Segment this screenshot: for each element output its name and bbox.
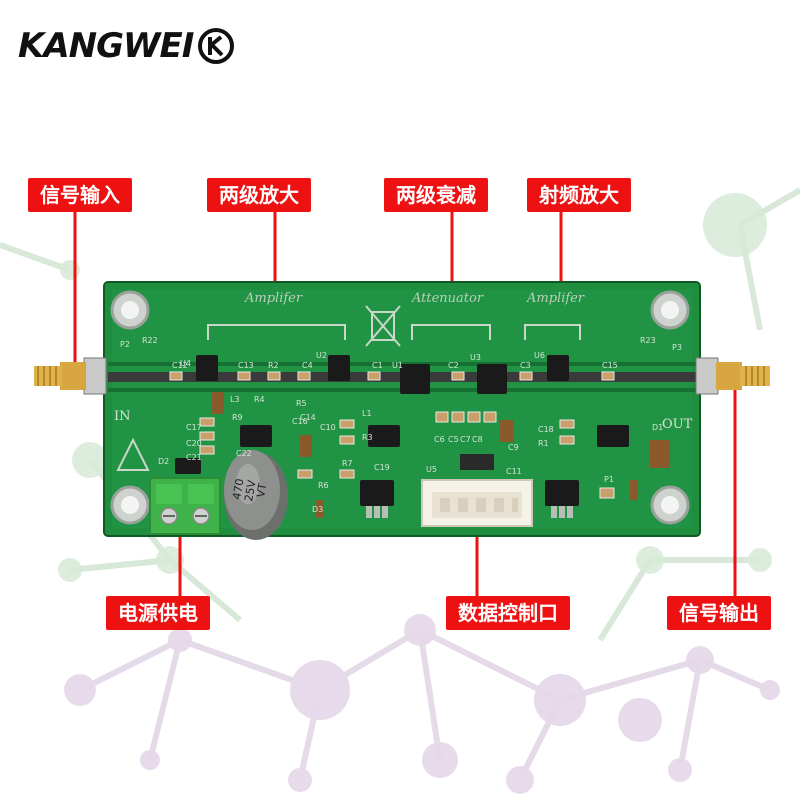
ref-designator: R1 — [538, 439, 549, 448]
ref-designator: D1 — [652, 423, 663, 432]
brand-name: KANGWEI — [18, 26, 194, 66]
ref-designator: U4 — [180, 359, 191, 368]
ref-designator: U3 — [470, 353, 481, 362]
ref-designator: R7 — [342, 459, 353, 468]
ref-designator: L1 — [362, 409, 372, 418]
ref-designator: R5 — [296, 399, 307, 408]
sma-input-connector — [34, 357, 107, 395]
ref-designator: D2 — [158, 457, 169, 466]
data-control-header — [421, 454, 533, 527]
callout-rf-amplifier: 射频放大 — [527, 178, 631, 212]
ref-designator: C8 — [472, 435, 483, 444]
ref-designator: U6 — [534, 351, 545, 360]
ref-designator: D3 — [312, 505, 323, 514]
ref-designator: C9 — [508, 443, 519, 452]
cap-value-text: 470 — [230, 478, 246, 501]
ref-designator: C18 — [538, 425, 554, 434]
ref-designator: R4 — [254, 395, 265, 404]
ref-designator: C15 — [602, 361, 618, 370]
ref-designator: R22 — [142, 336, 158, 345]
ref-designator: C11 — [506, 467, 522, 476]
ref-designator: R23 — [640, 336, 656, 345]
passive-components — [169, 371, 615, 499]
silk-amplifier-2: Amplifer — [526, 291, 585, 306]
out-label: OUT — [662, 417, 693, 432]
ref-designator: P2 — [120, 340, 130, 349]
ref-designator: P1 — [604, 475, 614, 484]
ref-designator: C7 — [460, 435, 471, 444]
silk-attenuator: Attenuator — [411, 291, 484, 306]
ref-designator: U1 — [392, 361, 403, 370]
ref-designator: U2 — [316, 351, 327, 360]
ref-designator: R2 — [268, 361, 279, 370]
electrolytic-capacitor: 470 25V VT — [224, 450, 288, 540]
silk-amplifier-1: Amplifer — [244, 291, 303, 306]
ref-designator: C22 — [236, 449, 252, 458]
ref-designator: C3 — [520, 361, 531, 370]
ref-designator: C16 — [292, 417, 308, 426]
power-terminal-block — [149, 477, 221, 535]
callout-signal-input: 信号输入 — [28, 178, 132, 212]
cap-series-text: VT — [254, 482, 269, 499]
ref-designator: C10 — [320, 423, 336, 432]
in-label: IN — [114, 409, 131, 424]
sma-output-connector — [695, 357, 770, 395]
brand-mark-icon — [198, 28, 235, 64]
ref-designator: C13 — [238, 361, 254, 370]
ref-designator: C2 — [448, 361, 459, 370]
callout-two-stage-amplifier: 两级放大 — [207, 178, 311, 212]
ref-designator: C4 — [302, 361, 313, 370]
callout-power-supply: 电源供电 — [106, 596, 210, 630]
ref-designator: L3 — [230, 395, 240, 404]
esd-warning-icon — [116, 437, 150, 471]
brand-logo: KANGWEI — [18, 26, 235, 66]
weee-bin-icon — [365, 305, 401, 347]
ref-designator: C14 — [300, 413, 316, 422]
ic-chips — [175, 355, 629, 506]
ref-designator: C1 — [372, 361, 383, 370]
ref-designator: C12 — [172, 361, 188, 370]
ref-designator: U5 — [426, 465, 437, 474]
ref-designator: P3 — [672, 343, 682, 352]
ref-designator: C17 — [186, 423, 202, 432]
ref-designator: C21 — [186, 453, 202, 462]
cap-voltage-text: 25V — [242, 479, 259, 503]
ref-designator: C5 — [448, 435, 459, 444]
ref-designator: C6 — [434, 435, 445, 444]
ref-designator: R6 — [318, 481, 329, 490]
ref-designator: R3 — [362, 433, 373, 442]
callout-signal-output: 信号输出 — [667, 596, 771, 630]
callout-two-stage-attenuation: 两级衰减 — [384, 178, 488, 212]
ref-designator: C19 — [374, 463, 390, 472]
ref-designator: R9 — [232, 413, 243, 422]
ref-designator: C20 — [186, 439, 202, 448]
callout-data-control-port: 数据控制口 — [446, 596, 570, 630]
